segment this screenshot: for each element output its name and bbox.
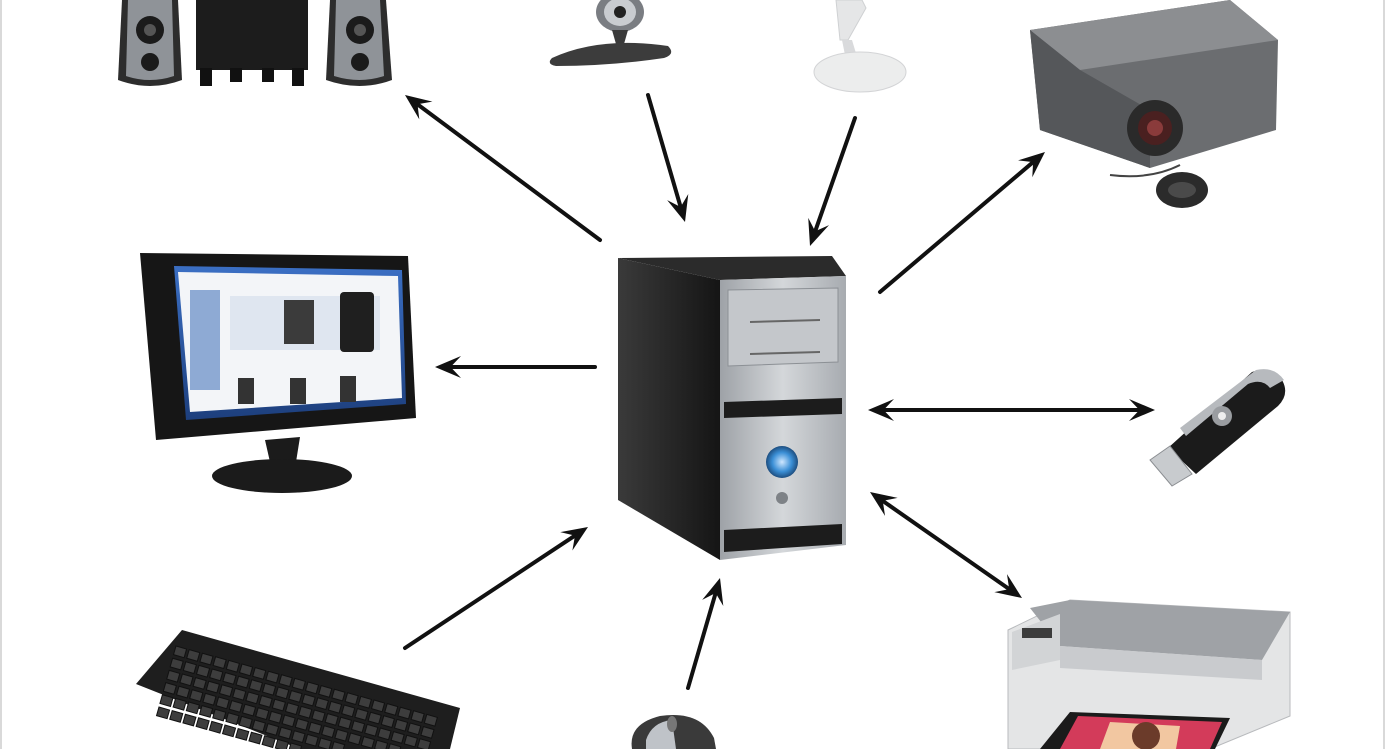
arrow-printer-bidirectional [870,492,1022,598]
usb-drive-icon [1149,369,1286,487]
arrow-from-mouse [686,578,724,690]
arrow-to-monitor [435,356,597,378]
arrow-usb-drive-bidirectional [868,399,1155,421]
arrow-to-projector [878,152,1045,294]
speakers-icon [118,0,392,86]
right-frame-border [1383,0,1385,749]
keyboard-icon [136,630,460,749]
arrow-from-keyboard [403,527,588,650]
arrow-from-webcam [646,93,689,222]
left-frame-border [0,0,2,749]
printer-icon [1007,599,1291,749]
arrow-from-desk-lamp [808,116,857,246]
monitor-icon [140,253,416,493]
connection-arrows [403,93,1155,690]
mouse-icon [631,714,716,749]
projector-icon [1030,0,1278,208]
desk-lamp-icon [813,0,907,93]
webcam-icon [549,0,672,66]
computer-tower-icon [618,256,846,560]
arrow-to-speakers [405,95,602,242]
